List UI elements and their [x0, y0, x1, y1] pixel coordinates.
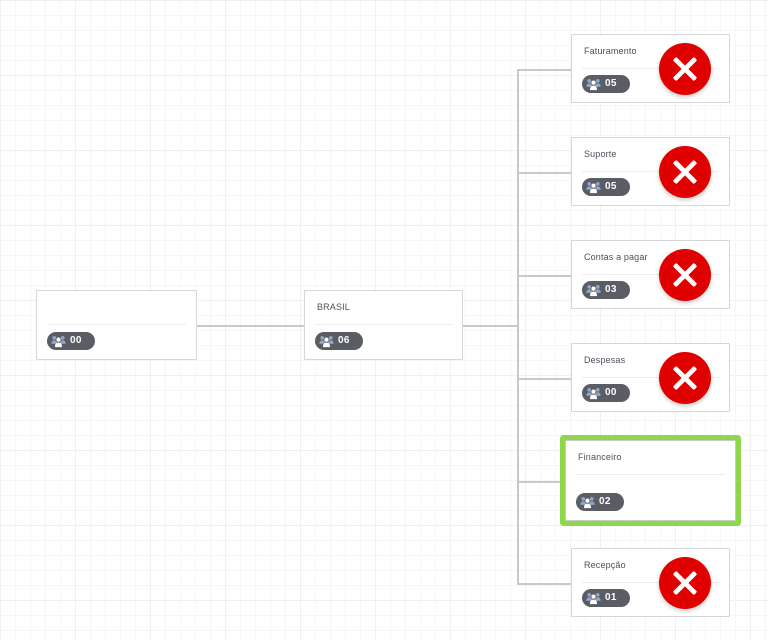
node-divider — [582, 274, 719, 275]
people-count-badge[interactable]: 05 — [582, 178, 630, 196]
org-node-recepcao[interactable]: Recepção 01 — [571, 548, 730, 617]
people-count-value: 01 — [605, 592, 617, 603]
node-divider — [315, 324, 452, 325]
org-node-suporte[interactable]: Suporte 05 — [571, 137, 730, 206]
close-x-icon — [659, 557, 711, 609]
connector-branch-suporte — [517, 172, 571, 174]
connector-branch-faturamento — [517, 69, 571, 71]
connector-trunk — [517, 69, 519, 583]
connector-branch-contas-a-pagar — [517, 275, 571, 277]
org-node-root[interactable]: 00 — [36, 290, 197, 360]
people-count-badge[interactable]: 01 — [582, 589, 630, 607]
people-count-value: 00 — [70, 335, 82, 346]
node-divider — [582, 171, 719, 172]
connector-root-to-brasil — [197, 325, 304, 327]
close-x-icon — [659, 249, 711, 301]
people-count-value: 05 — [605, 78, 617, 89]
close-x-icon — [659, 146, 711, 198]
people-group-icon — [586, 78, 601, 91]
node-divider — [47, 324, 186, 325]
delete-node-button[interactable] — [659, 249, 711, 301]
people-count-value: 00 — [605, 387, 617, 398]
delete-node-button[interactable] — [659, 43, 711, 95]
people-group-icon — [51, 335, 66, 348]
node-divider — [582, 377, 719, 378]
node-title: Suporte — [584, 149, 617, 159]
people-count-badge[interactable]: 03 — [582, 281, 630, 299]
node-title: Recepção — [584, 560, 626, 570]
connector-brasil-to-trunk — [463, 325, 519, 327]
node-divider — [582, 582, 719, 583]
org-node-brasil[interactable]: BRASIL 06 — [304, 290, 463, 360]
connector-branch-recepcao — [517, 583, 571, 585]
delete-node-button[interactable] — [659, 352, 711, 404]
people-group-icon — [586, 181, 601, 194]
close-x-icon — [659, 352, 711, 404]
people-group-icon — [586, 592, 601, 605]
people-count-badge[interactable]: 00 — [582, 384, 630, 402]
org-node-contas-a-pagar[interactable]: Contas a pagar 03 — [571, 240, 730, 309]
people-count-value: 03 — [605, 284, 617, 295]
people-count-badge[interactable]: 06 — [315, 332, 363, 350]
people-count-value: 02 — [599, 496, 611, 507]
people-count-badge[interactable]: 02 — [576, 493, 624, 511]
people-group-icon — [586, 284, 601, 297]
people-group-icon — [580, 496, 595, 509]
connector-branch-despesas — [517, 378, 571, 380]
delete-node-button[interactable] — [659, 146, 711, 198]
people-count-value: 06 — [338, 335, 350, 346]
node-divider — [576, 474, 725, 475]
people-count-value: 05 — [605, 181, 617, 192]
org-node-financeiro[interactable]: Financeiro 02 — [565, 440, 736, 521]
people-group-icon — [586, 387, 601, 400]
node-title: BRASIL — [317, 302, 350, 312]
node-title: Financeiro — [578, 452, 622, 462]
node-title: Faturamento — [584, 46, 637, 56]
people-count-badge[interactable]: 00 — [47, 332, 95, 350]
close-x-icon — [659, 43, 711, 95]
people-count-badge[interactable]: 05 — [582, 75, 630, 93]
node-divider — [582, 68, 719, 69]
delete-node-button[interactable] — [659, 557, 711, 609]
people-group-icon — [319, 335, 334, 348]
org-node-faturamento[interactable]: Faturamento 05 — [571, 34, 730, 103]
node-title: Despesas — [584, 355, 626, 365]
node-title: Contas a pagar — [584, 252, 648, 262]
org-node-despesas[interactable]: Despesas 00 — [571, 343, 730, 412]
connector-branch-financeiro — [517, 481, 565, 483]
